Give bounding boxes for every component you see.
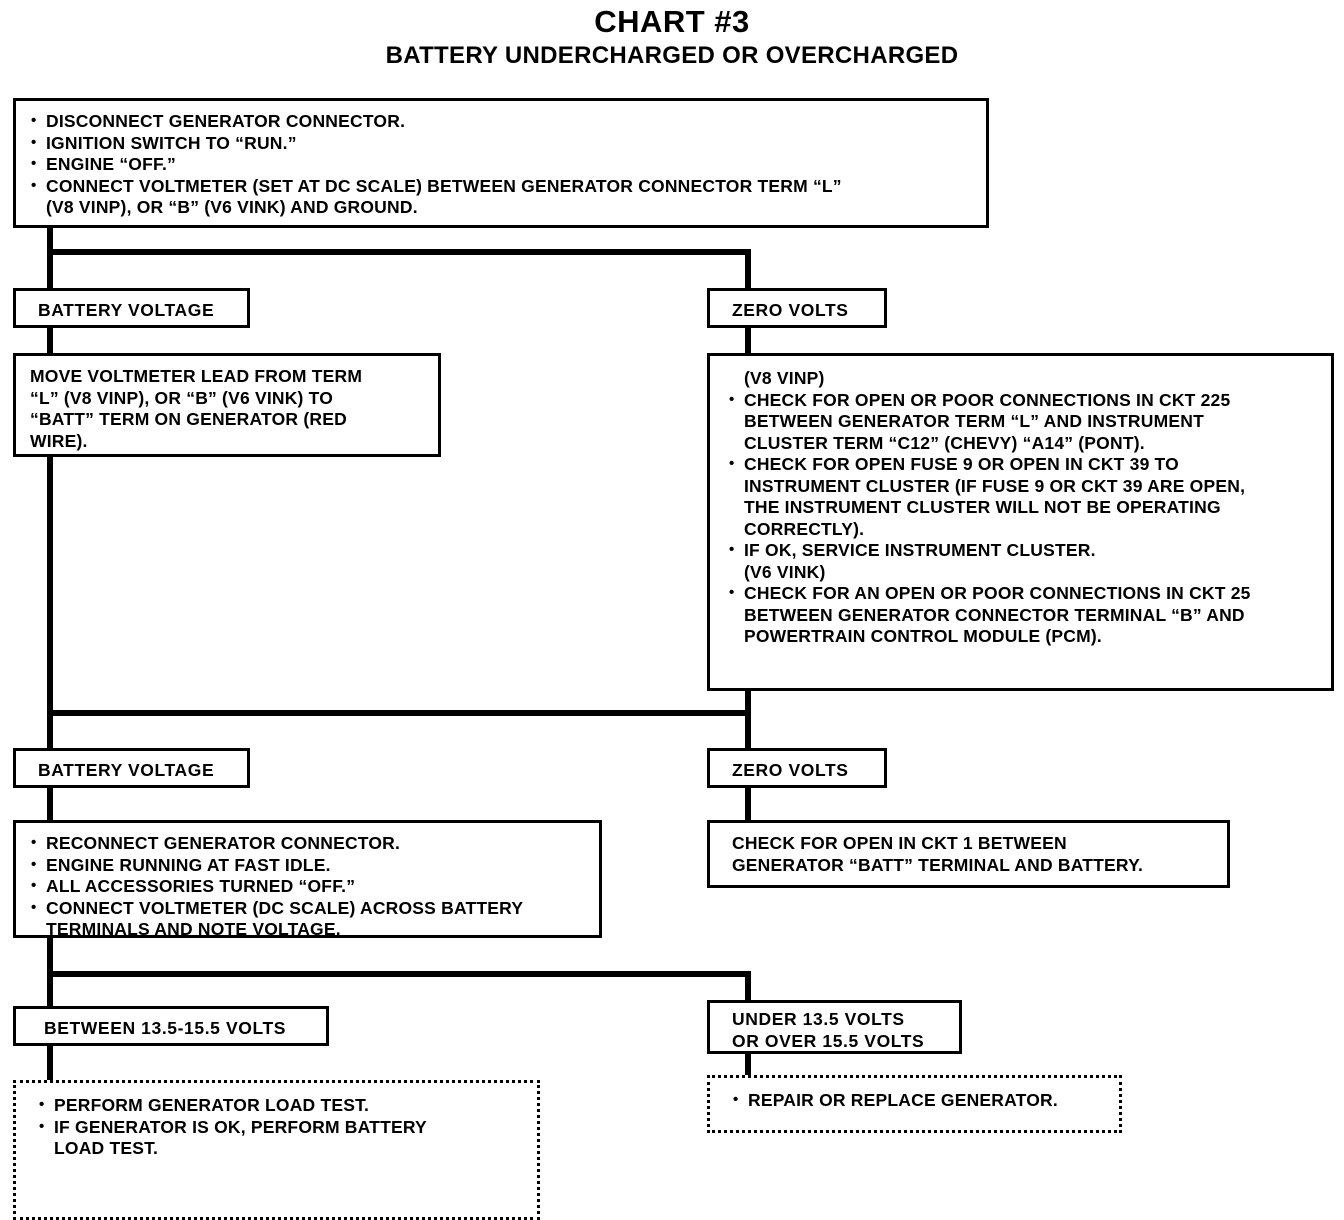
connector-horizontal-2 [47, 710, 751, 716]
connector-vertical-main-1 [47, 226, 53, 306]
result-item: REPAIR OR REPLACE GENERATOR. [732, 1089, 1109, 1112]
label-battery-voltage-1: BATTERY VOLTAGE [13, 288, 250, 328]
repair-replace-result-box: REPAIR OR REPLACE GENERATOR. [707, 1075, 1122, 1133]
branch-label: ZERO VOLTS [732, 300, 849, 320]
instruction-item: CONNECT VOLTMETER (DC SCALE) ACROSS BATT… [30, 897, 585, 941]
instruction-line: WIRE). [30, 430, 88, 451]
instruction-item: DISCONNECT GENERATOR CONNECTOR. [30, 110, 972, 133]
label-under-over-volts: UNDER 13.5 VOLTS OR OVER 15.5 VOLTS [707, 1000, 962, 1054]
branch-label-line1: UNDER 13.5 VOLTS [732, 1009, 905, 1029]
initial-setup-box: DISCONNECT GENERATOR CONNECTOR. IGNITION… [13, 98, 989, 228]
connector-vertical-branch-2 [745, 690, 751, 770]
engine-code-label: (V8 VINP) [744, 368, 825, 388]
branch-label: BETWEEN 13.5-15.5 VOLTS [44, 1018, 287, 1038]
instruction-item: CONNECT VOLTMETER (SET AT DC SCALE) BETW… [30, 175, 972, 198]
diagnostic-item: CHECK FOR AN OPEN OR POOR CONNECTIONS IN… [728, 582, 1321, 648]
branch-label-line2: OR OVER 15.5 VOLTS [732, 1030, 925, 1051]
connector-horizontal-3 [47, 971, 751, 977]
move-voltmeter-lead-box: MOVE VOLTMETER LEAD FROM TERM “L” (V8 VI… [13, 353, 441, 457]
connector-vertical-result-left-down [47, 1038, 53, 1086]
reconnect-and-measure-box: RECONNECT GENERATOR CONNECTOR. ENGINE RU… [13, 820, 602, 941]
instruction-line: “BATT” TERM ON GENERATOR (RED [30, 409, 347, 429]
instruction-item: ALL ACCESSORIES TURNED “OFF.” [30, 875, 585, 898]
branch-label: ZERO VOLTS [732, 760, 849, 780]
zero-volts-diagnostics-box: (V8 VINP) CHECK FOR OPEN OR POOR CONNECT… [707, 353, 1334, 691]
diagnostic-item: CHECK FOR OPEN OR POOR CONNECTIONS IN CK… [728, 389, 1321, 455]
instruction-line: “L” (V8 VINP), OR “B” (V6 VINK) TO [30, 387, 334, 408]
label-zero-volts-1: ZERO VOLTS [707, 288, 887, 328]
connector-vertical-main-2 [47, 455, 53, 770]
connector-vertical-step4-down [47, 788, 53, 824]
check-ckt1-box: CHECK FOR OPEN IN CKT 1 BETWEEN GENERATO… [707, 820, 1230, 888]
instruction-continuation: (V8 VINP), OR “B” (V6 VINK) AND GROUND. [46, 197, 418, 217]
branch-label: BATTERY VOLTAGE [38, 760, 215, 780]
connector-vertical-result-right-down [745, 1050, 751, 1082]
connector-horizontal-1 [47, 249, 751, 255]
branch-label: BATTERY VOLTAGE [38, 300, 215, 320]
engine-code-label: (V6 VINK) [744, 561, 826, 582]
page-subtitle: BATTERY UNDERCHARGED OR OVERCHARGED [385, 42, 959, 69]
diagnostic-item: IF OK, SERVICE INSTRUMENT CLUSTER. [728, 539, 1321, 562]
label-battery-voltage-2: BATTERY VOLTAGE [13, 748, 250, 788]
instruction-item: IGNITION SWITCH TO “RUN.” [30, 132, 972, 155]
connector-vertical-branch-1 [745, 249, 751, 307]
page-title: CHART #3 [594, 4, 750, 39]
result-item: IF GENERATOR IS OK, PERFORM BATTERY LOAD… [38, 1116, 527, 1160]
diagnostic-item: CHECK FOR OPEN FUSE 9 OR OPEN IN CKT 39 … [728, 453, 1321, 540]
instruction-line: MOVE VOLTMETER LEAD FROM TERM [30, 366, 363, 386]
instruction-line: CHECK FOR OPEN IN CKT 1 BETWEEN [732, 833, 1067, 853]
result-item: PERFORM GENERATOR LOAD TEST. [38, 1094, 527, 1117]
load-test-result-box: PERFORM GENERATOR LOAD TEST. IF GENERATO… [13, 1080, 540, 1220]
connector-vertical-zerovolts1-down [745, 327, 751, 357]
instruction-item: ENGINE “OFF.” [30, 153, 972, 176]
connector-vertical-step5-down [745, 788, 751, 824]
instruction-line: GENERATOR “BATT” TERMINAL AND BATTERY. [732, 854, 1144, 875]
connector-vertical-main-3 [47, 938, 53, 1018]
label-zero-volts-2: ZERO VOLTS [707, 748, 887, 788]
instruction-item: ENGINE RUNNING AT FAST IDLE. [30, 854, 585, 877]
instruction-item: RECONNECT GENERATOR CONNECTOR. [30, 832, 585, 855]
connector-vertical-step2-down [47, 327, 53, 359]
label-between-volts: BETWEEN 13.5-15.5 VOLTS [13, 1006, 329, 1046]
